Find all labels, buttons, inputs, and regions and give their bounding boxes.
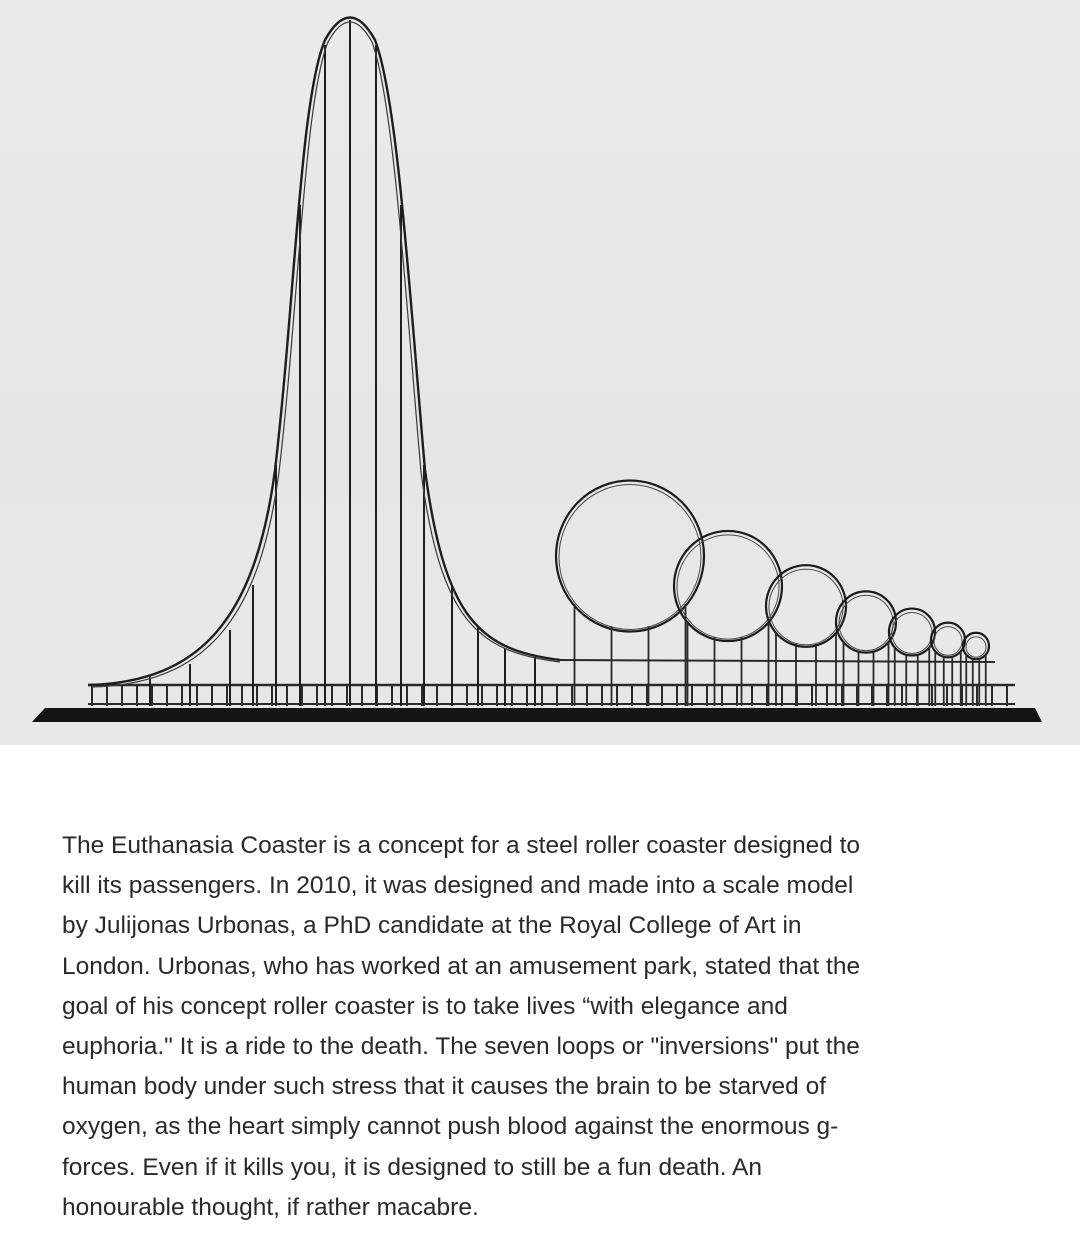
caption-line: London. Urbonas, who has worked at an am… — [62, 952, 861, 980]
loop-track — [961, 631, 991, 661]
inversion-loops — [554, 479, 991, 706]
caption-line: human body under such stress that it cau… — [62, 1073, 827, 1101]
loop-track-inner — [933, 626, 963, 656]
fence-posts — [91, 685, 1008, 706]
loop-track — [554, 479, 706, 633]
loop-track — [672, 529, 784, 643]
loop-track-inner — [891, 612, 933, 654]
caption-line: kill its passengers. In 2010, it was des… — [62, 872, 854, 900]
loop-track — [834, 590, 898, 654]
main-drop-track — [87, 16, 561, 687]
caption-line: forces. Even if it kills you, it is desi… — [62, 1153, 762, 1181]
loop-track — [764, 564, 848, 648]
loop-track-inner — [965, 636, 987, 658]
caption-line: by Julijonas Urbonas, a PhD candidate at… — [62, 912, 802, 940]
main-drop-track-inner — [91, 21, 561, 688]
loop-track-inner — [676, 534, 780, 640]
coaster-model-photo — [0, 0, 1080, 745]
loop-track — [887, 607, 937, 657]
support-columns — [149, 20, 536, 706]
caption-line: The Euthanasia Coaster is a concept for … — [62, 832, 861, 859]
model-base — [32, 708, 1042, 722]
run-out-track — [559, 659, 996, 663]
caption-line: euphoria." It is a ride to the death. Th… — [62, 1033, 860, 1061]
caption-line: goal of his concept roller coaster is to… — [62, 992, 788, 1020]
caption-line: honourable thought, if rather macabre. — [62, 1193, 479, 1221]
loop-track-inner — [558, 484, 702, 630]
loop-track-inner — [768, 568, 844, 646]
caption-line: oxygen, as the heart simply cannot push … — [62, 1113, 839, 1141]
caption-text: The Euthanasia Coaster is a concept for … — [62, 826, 1072, 1228]
loop-track-inner — [838, 594, 894, 652]
coaster-model-drawing — [32, 16, 1042, 722]
